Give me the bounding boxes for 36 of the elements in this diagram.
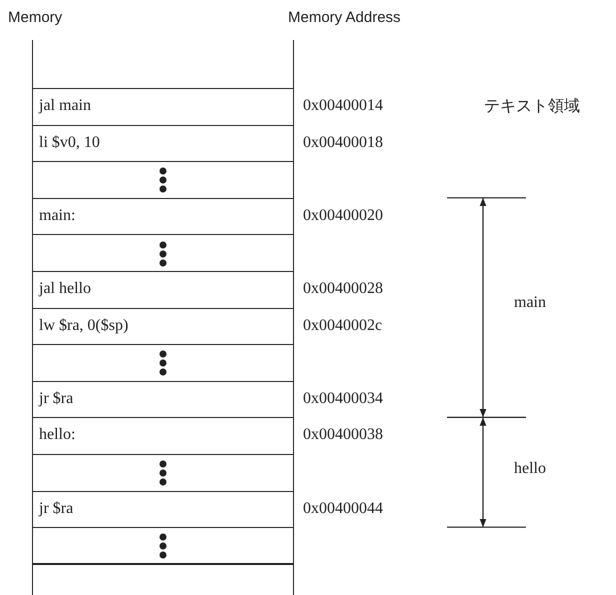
memory-address: 0x00400018 [303,134,383,152]
memory-address: 0x00400038 [303,426,383,444]
instruction-text: lw $ra, 0($sp) [39,316,128,335]
instruction-text: jr $ra [39,390,74,408]
memory-cell [32,308,294,344]
memory-address: 0x0040002c [303,316,382,335]
memory-cell [32,124,294,162]
memory-cell [32,490,294,528]
column-header: Memory [8,9,62,26]
memory-cell [32,417,294,454]
memory-cell [32,564,294,595]
memory-cell [32,198,294,234]
instruction-text: main: [39,206,76,225]
memory-address: 0x00400044 [303,500,383,518]
instruction-text: jr $ra [39,500,74,518]
memory-cell [32,271,294,308]
region-label: テキスト領域 [484,96,580,117]
memory-cell [32,454,294,491]
memory-cell [32,40,294,88]
memory-cell [32,234,294,271]
memory-cell [32,380,294,418]
memory-cell [32,527,294,564]
memory-address: 0x00400028 [303,280,383,298]
instruction-text: li $v0, 10 [39,134,100,152]
instruction-text: hello: [39,426,76,444]
instruction-text: jal main [39,97,91,115]
range-label: hello [514,460,546,478]
memory-cell [32,88,294,125]
instruction-text: jal hello [39,280,91,298]
column-header: Memory Address [288,9,401,26]
memory-address: 0x00400014 [303,97,383,115]
memory-address: 0x00400020 [303,206,383,225]
memory-address: 0x00400034 [303,390,383,408]
memory-cell [32,161,294,198]
memory-cell [32,344,294,381]
range-label: main [514,294,546,312]
